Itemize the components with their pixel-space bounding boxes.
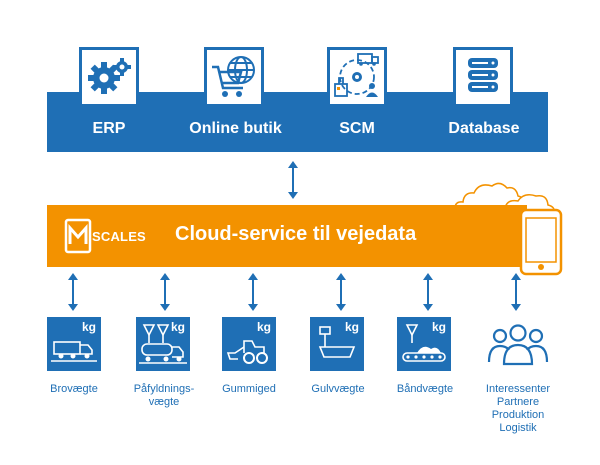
kg-unit: kg <box>431 320 446 334</box>
online-shop-label: Online butik <box>189 120 282 137</box>
filling-scale-label-line1: Påfyldnings- <box>133 383 195 395</box>
database-tile <box>453 47 513 107</box>
wheel-loader-label: Gummiged <box>222 383 276 395</box>
database-label: Database <box>448 120 520 137</box>
connector-arrow-gulvvaegte <box>336 273 346 311</box>
filling-scale-label-line2: vægte <box>148 396 180 408</box>
truck-scale-icon <box>51 341 97 362</box>
conveyor-belt-icon <box>402 324 446 362</box>
stakeholder-line: Interessenter <box>485 383 551 395</box>
connector-arrow-gummiged <box>248 273 258 311</box>
gears-icon <box>88 58 131 94</box>
cloud-service-band <box>47 205 527 267</box>
scales-logo-text: SCALES <box>92 229 146 244</box>
top-connector-arrow <box>288 161 298 199</box>
people-group-icon <box>487 324 549 366</box>
conveyor-scale-label: Båndvægte <box>396 383 454 395</box>
tanker-filling-icon <box>139 324 187 364</box>
stakeholders-label: Interessenter Partnere Produktion Logist… <box>474 383 562 435</box>
kg-unit: kg <box>344 320 359 334</box>
supply-chain-icon <box>334 53 379 97</box>
smartphone-icon <box>519 208 563 276</box>
scm-tile <box>327 47 387 107</box>
connector-arrow-baandvaegte <box>423 273 433 311</box>
kg-unit: kg <box>81 320 96 334</box>
online-shop-tile <box>204 47 264 107</box>
connector-arrow-brovaegte <box>68 273 78 311</box>
m-scales-logo-icon <box>64 218 92 254</box>
kg-unit: kg <box>170 320 185 334</box>
stakeholder-line: Logistik <box>499 422 537 434</box>
scm-label: SCM <box>339 120 375 137</box>
shopping-cart-icon <box>212 56 255 97</box>
floor-scale-icon <box>318 326 356 358</box>
stakeholder-line: Produktion <box>491 409 545 421</box>
wheel-loader-tile: kg <box>222 317 276 371</box>
truck-scale-tile: kg <box>47 317 101 371</box>
kg-unit: kg <box>256 320 271 334</box>
database-icon <box>468 58 498 92</box>
erp-tile <box>79 47 139 107</box>
connector-arrow-paafyldning <box>160 273 170 311</box>
filling-scale-tile: kg <box>136 317 190 371</box>
wheel-loader-icon <box>226 340 268 364</box>
floor-scale-label: Gulvvægte <box>311 383 365 395</box>
truck-scale-label: Brovægte <box>50 383 98 395</box>
filling-scale-label: Påfyldnings- vægte <box>126 383 202 409</box>
conveyor-scale-tile: kg <box>397 317 451 371</box>
erp-label: ERP <box>92 120 126 137</box>
connector-arrow-stakeholders <box>511 273 521 311</box>
floor-scale-tile: kg <box>310 317 364 371</box>
stakeholder-line: Partnere <box>496 396 540 408</box>
cloud-service-title: Cloud-service til vejedata <box>175 223 417 245</box>
